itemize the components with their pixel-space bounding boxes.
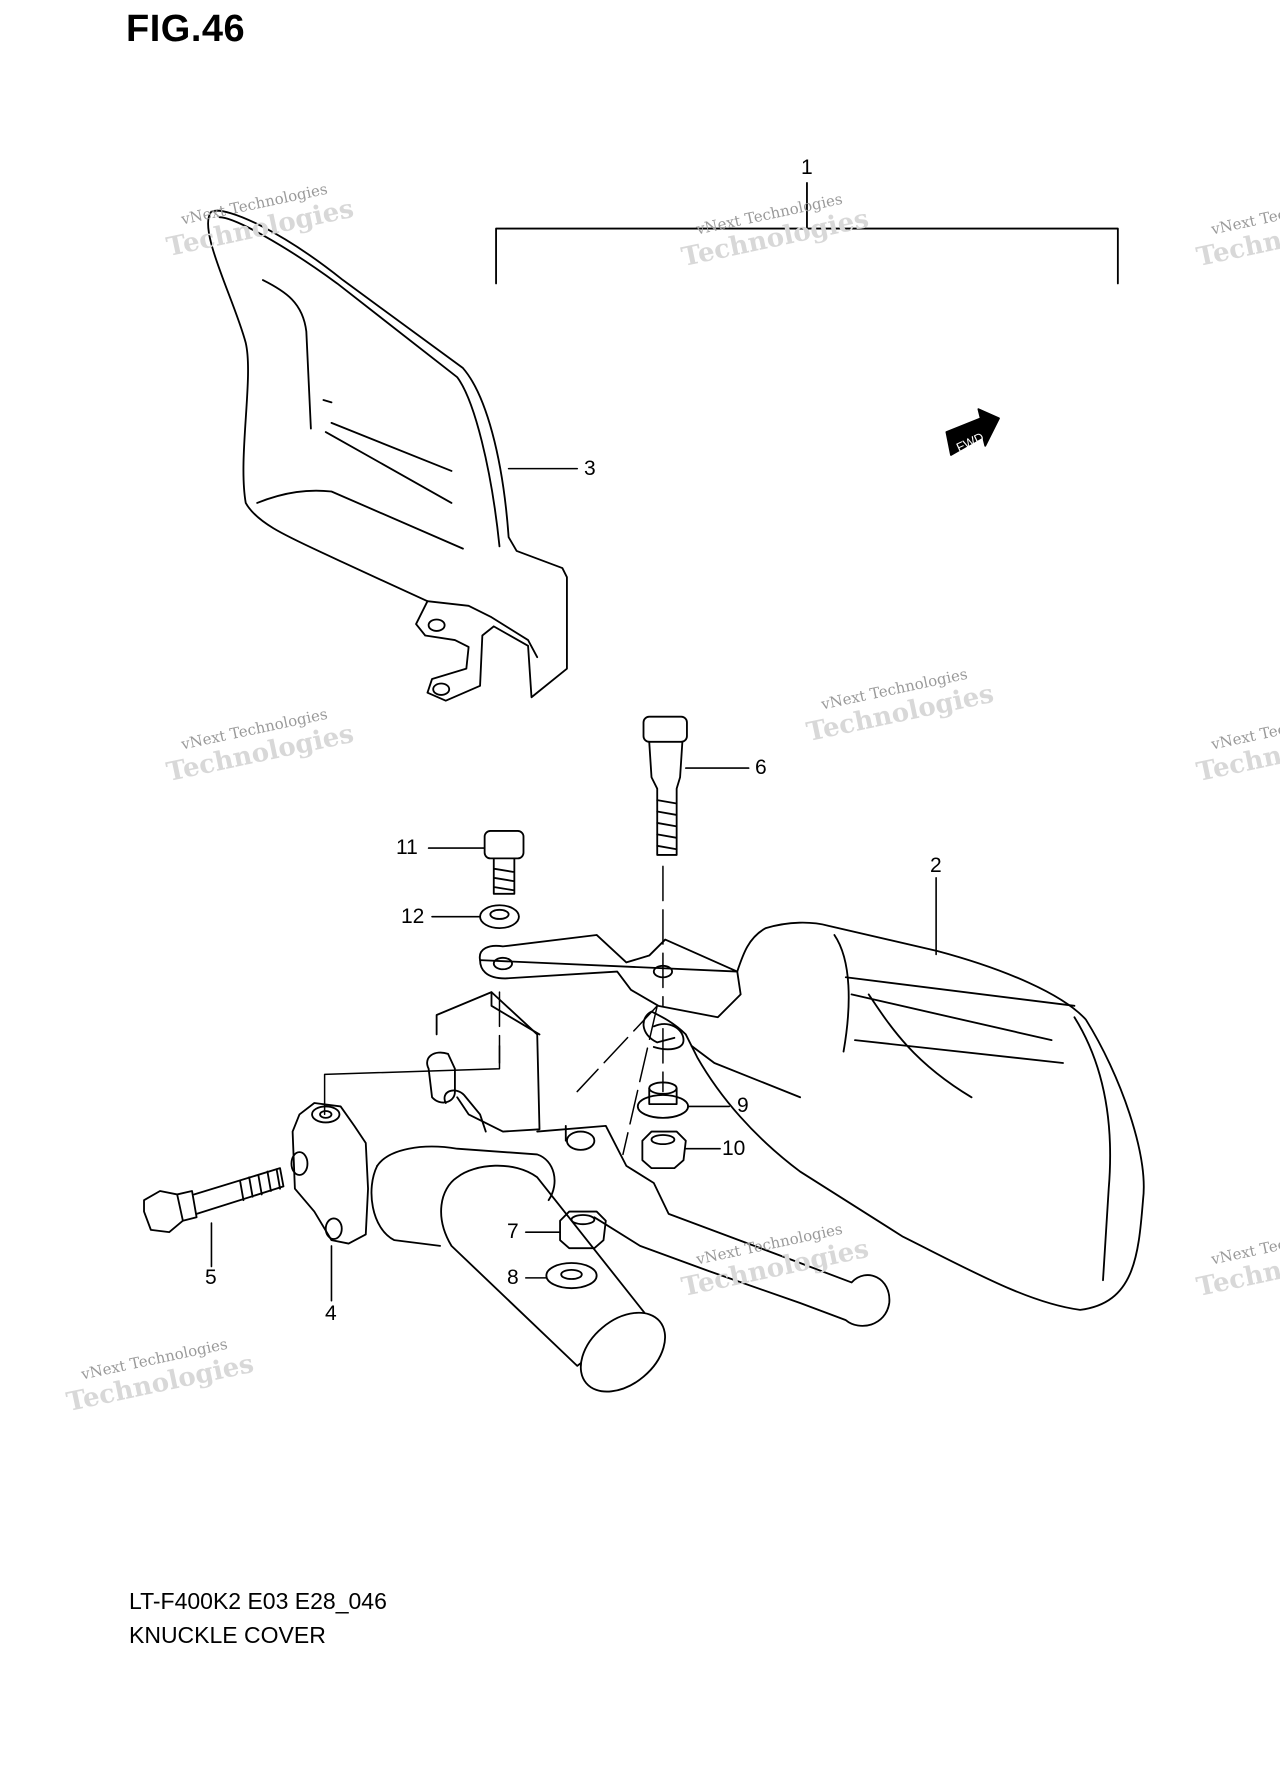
lever-housing — [426, 991, 541, 1133]
figure-title: FIG.46 — [126, 8, 246, 50]
section-name: KNUCKLE COVER — [129, 1622, 326, 1648]
callout-6: 6 — [755, 756, 767, 779]
callout-1: 1 — [801, 156, 813, 179]
handlebar-grip — [370, 1145, 666, 1393]
leader-lines — [210, 467, 937, 1302]
washer-part-12 — [479, 904, 520, 930]
nut-part-10 — [641, 1130, 687, 1170]
callout-5: 5 — [205, 1266, 217, 1289]
washer-part-8 — [545, 1262, 598, 1290]
callout-4: 4 — [325, 1302, 337, 1325]
callout-3: 3 — [584, 457, 596, 480]
bolt-part-5 — [143, 1167, 285, 1234]
right-knuckle-cover-part-2 — [478, 921, 1145, 1311]
callout-8: 8 — [507, 1266, 519, 1289]
model-code: LT-F400K2 E03 E28_046 — [129, 1588, 387, 1614]
callout-12: 12 — [401, 905, 425, 928]
callout-2: 2 — [930, 854, 942, 877]
bolt-part-6 — [642, 715, 688, 856]
clamp-part-4 — [290, 1102, 369, 1245]
bolt-part-11 — [483, 830, 525, 895]
callout-10: 10 — [722, 1137, 746, 1160]
nut-part-7 — [559, 1210, 607, 1250]
callout-7: 7 — [507, 1220, 519, 1243]
assembly-bracket-1 — [495, 181, 1119, 285]
callout-11: 11 — [396, 836, 418, 859]
brake-lever — [536, 1124, 891, 1327]
forward-direction-arrow: FWD — [945, 408, 1000, 456]
assembly-center-lines — [498, 865, 664, 1156]
callout-9: 9 — [737, 1094, 749, 1117]
left-knuckle-cover-part-3 — [207, 209, 568, 702]
